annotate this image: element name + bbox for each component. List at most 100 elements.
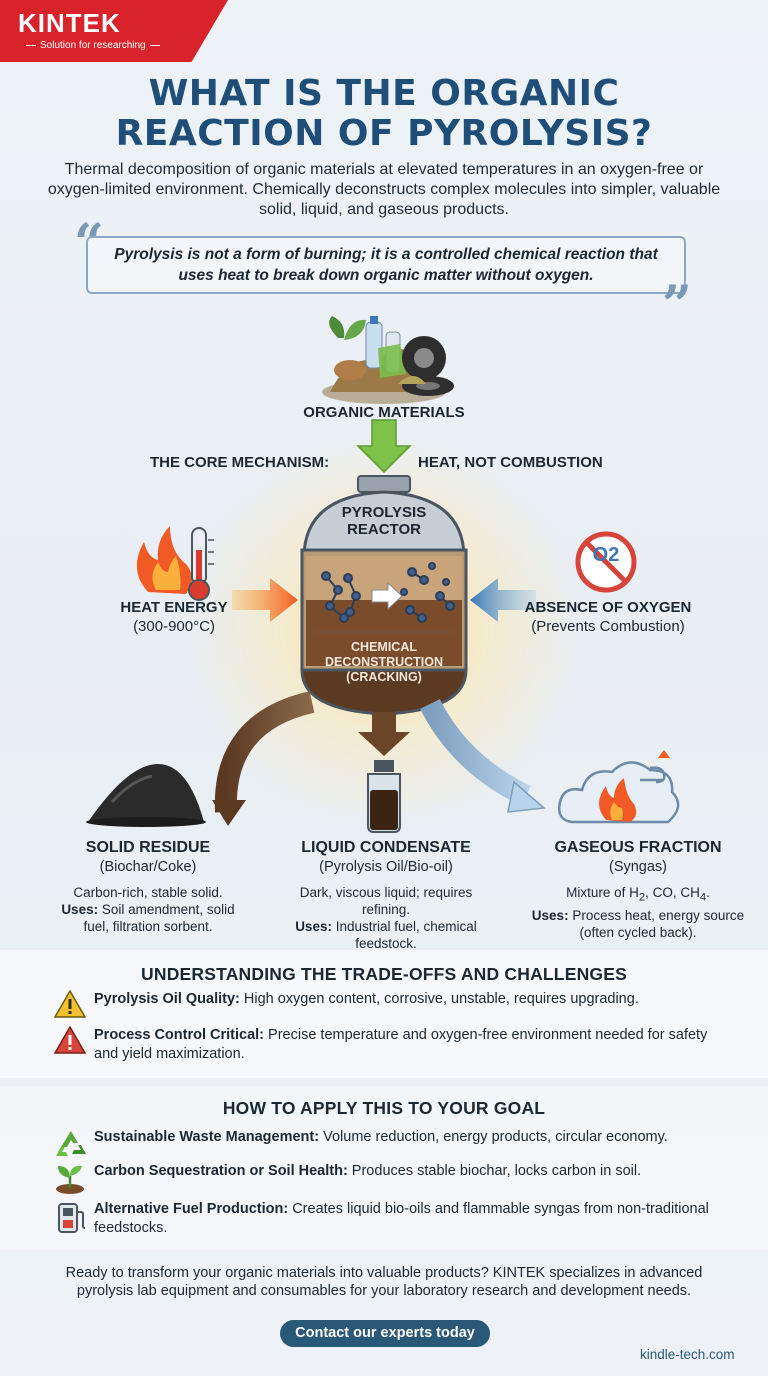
solid-uses-label: Uses:: [61, 902, 99, 917]
goal-text-2: Carbon Sequestration or Soil Health: Pro…: [94, 1162, 641, 1181]
gas-sub: (Syngas): [608, 859, 668, 875]
heat-energy-title: HEAT ENERGY: [120, 599, 228, 616]
close-quote-icon: ”: [662, 275, 692, 336]
liquid-title: LIQUID CONDENSATE: [301, 839, 471, 856]
oxygen-arrow: [470, 578, 536, 622]
title-line-2: REACTION OF PYROLYSIS?: [115, 113, 653, 154]
open-quote-icon: “: [74, 213, 104, 274]
contact-experts-button[interactable]: Contact our experts today: [280, 1320, 490, 1347]
reactor-label: PYROLYSIS REACTOR: [304, 504, 464, 538]
gas-uses-text: Process heat, energy source (often cycle…: [572, 907, 745, 940]
gas-desc-end: .: [706, 885, 710, 900]
cracking-label-line-3: (CRACKING): [346, 670, 422, 684]
thermometer-icon: [188, 527, 214, 601]
sprout-icon: [54, 1162, 94, 1199]
gas-desc: Mixture of H2, CO, CH4. Uses: Process he…: [528, 884, 748, 941]
goal-text-3: Alternative Fuel Production: Creates liq…: [94, 1200, 734, 1238]
tradeoff-item-process-control: Process Control Critical: Precise temper…: [53, 1025, 734, 1064]
absence-oxygen-title: ABSENCE OF OXYGEN: [524, 599, 692, 616]
tradeoff-label-1: Pyrolysis Oil Quality:: [94, 991, 240, 1007]
absence-oxygen-sub: (Prevents Combustion): [531, 618, 685, 635]
liquid-uses-text: Industrial fuel, chemical feedstock.: [335, 919, 477, 951]
goal-detail-3: Creates liquid bio-oils and flammable sy…: [94, 1201, 709, 1236]
diagram-graphics: [86, 316, 680, 833]
product-solid: SOLID RESIDUE (Biochar/Coke) Carbon-rich…: [48, 838, 248, 935]
gas-arrow: [420, 698, 531, 806]
pyrolysis-reactor-icon: [300, 475, 468, 716]
gas-h2-subscript: 2: [638, 891, 646, 904]
product-liquid: LIQUID CONDENSATE (Pyrolysis Oil/Bio-oil…: [278, 838, 494, 952]
page-subtitle: Thermal decomposition of organic materia…: [47, 161, 721, 218]
solid-sub: (Biochar/Coke): [99, 859, 197, 875]
reactor-label-line-1: PYROLYSIS: [341, 504, 427, 521]
page-title: WHAT IS THE ORGANIC REACTION OF PYROLYSI…: [0, 74, 768, 154]
title-line-1: WHAT IS THE ORGANIC: [148, 73, 620, 114]
input-arrow: [356, 419, 412, 474]
organic-materials-icon: [322, 316, 454, 404]
gas-desc-prefix: Mixture of H: [566, 885, 639, 900]
cracking-label-line-1: CHEMICAL: [351, 640, 417, 654]
goal-item-carbon: Carbon Sequestration or Soil Health: Pro…: [54, 1162, 734, 1199]
solid-arrow: [214, 691, 315, 813]
brand-name: KINTEK: [18, 8, 121, 38]
core-mechanism-label: THE CORE MECHANISM:: [150, 454, 330, 471]
pyrolysis-diagram: O2 ORGANIC MATERIALS THE CORE MECHANISM:…: [0, 300, 768, 940]
warning-icon: [53, 989, 94, 1023]
heat-not-combustion-label: HEAT, NOT COMBUSTION: [418, 454, 603, 471]
liquid-desc-text: Dark, viscous liquid; requires refining.: [299, 885, 473, 917]
gas-title: GASEOUS FRACTION: [554, 839, 722, 856]
solid-title: SOLID RESIDUE: [85, 839, 211, 856]
product-gas: GASEOUS FRACTION (Syngas) Mixture of H2,…: [528, 838, 748, 941]
goal-item-waste: Sustainable Waste Management: Volume red…: [54, 1128, 734, 1165]
tradeoff-label-2: Process Control Critical:: [94, 1027, 265, 1043]
organic-materials-label: ORGANIC MATERIALS: [303, 404, 465, 421]
tradeoff-item-oil-quality: Pyrolysis Oil Quality: High oxygen conte…: [53, 989, 734, 1023]
gas-ch4-subscript: 4: [699, 891, 707, 904]
website-link[interactable]: kindle-tech.com: [640, 1347, 735, 1362]
o2-symbol: O2: [592, 544, 620, 566]
heat-energy-label: HEAT ENERGY (300-900°C): [96, 598, 252, 636]
solid-desc-text: Carbon-rich, stable solid.: [73, 885, 223, 900]
footer-text: Ready to transform your organic material…: [65, 1265, 703, 1299]
goals-section: HOW TO APPLY THIS TO YOUR GOAL: [0, 1086, 768, 1250]
heat-arrow: [232, 578, 298, 622]
recycle-icon: [54, 1128, 94, 1165]
heat-energy-range: (300-900°C): [133, 618, 215, 635]
no-oxygen-icon: [575, 531, 637, 593]
liquid-uses-label: Uses:: [295, 919, 332, 934]
goal-item-fuel: Alternative Fuel Production: Creates liq…: [54, 1200, 734, 1239]
goal-text-1: Sustainable Waste Management: Volume red…: [94, 1128, 668, 1147]
flame-icon: [136, 526, 192, 594]
brand-logo[interactable]: KINTEK Solution for researching: [0, 0, 228, 62]
liquid-sub: (Pyrolysis Oil/Bio-oil): [319, 859, 453, 875]
solid-desc: Carbon-rich, stable solid. Uses: Soil am…: [48, 884, 248, 935]
tradeoff-text-2: Process Control Critical: Precise temper…: [94, 1026, 734, 1064]
gas-desc-mid: , CO, CH: [645, 885, 700, 900]
tradeoff-text-1: Pyrolysis Oil Quality: High oxygen conte…: [94, 990, 639, 1009]
syngas-cloud-icon: [558, 750, 680, 824]
cracking-label-line-2: DECONSTRUCTION: [324, 655, 444, 669]
cracking-label: CHEMICAL DECONSTRUCTION (CRACKING): [304, 640, 464, 685]
biochar-pile-icon: [86, 764, 206, 827]
alert-icon: [53, 1025, 94, 1059]
goals-title: HOW TO APPLY THIS TO YOUR GOAL: [222, 1098, 546, 1118]
liquid-desc: Dark, viscous liquid; requires refining.…: [278, 884, 494, 952]
tradeoff-detail-1: High oxygen content, corrosive, unstable…: [239, 991, 639, 1007]
solid-uses-text: Soil amendment, solid fuel, filtration s…: [83, 902, 235, 934]
quote-box: Pyrolysis is not a form of burning; it i…: [86, 236, 686, 294]
goal-label-2: Carbon Sequestration or Soil Health:: [94, 1163, 348, 1179]
bio-oil-bottle-icon: [367, 760, 401, 833]
liquid-arrow: [358, 712, 410, 756]
goal-detail-1: Volume reduction, energy products, circu…: [319, 1129, 668, 1145]
absence-oxygen-label: ABSENCE OF OXYGEN (Prevents Combustion): [510, 598, 706, 636]
brand-tagline: Solution for researching: [18, 40, 228, 51]
fuel-pump-icon: [54, 1200, 94, 1239]
tradeoffs-section: UNDERSTANDING THE TRADE-OFFS AND CHALLEN…: [0, 950, 768, 1078]
gas-uses-label: Uses:: [531, 907, 569, 923]
tradeoff-detail-2: Precise temperature and oxygen-free envi…: [94, 1027, 708, 1062]
reactor-label-line-2: REACTOR: [347, 521, 421, 538]
goal-label-1: Sustainable Waste Management:: [94, 1129, 320, 1145]
tradeoffs-title: UNDERSTANDING THE TRADE-OFFS AND CHALLEN…: [141, 964, 627, 984]
goal-label-3: Alternative Fuel Production:: [94, 1201, 289, 1217]
